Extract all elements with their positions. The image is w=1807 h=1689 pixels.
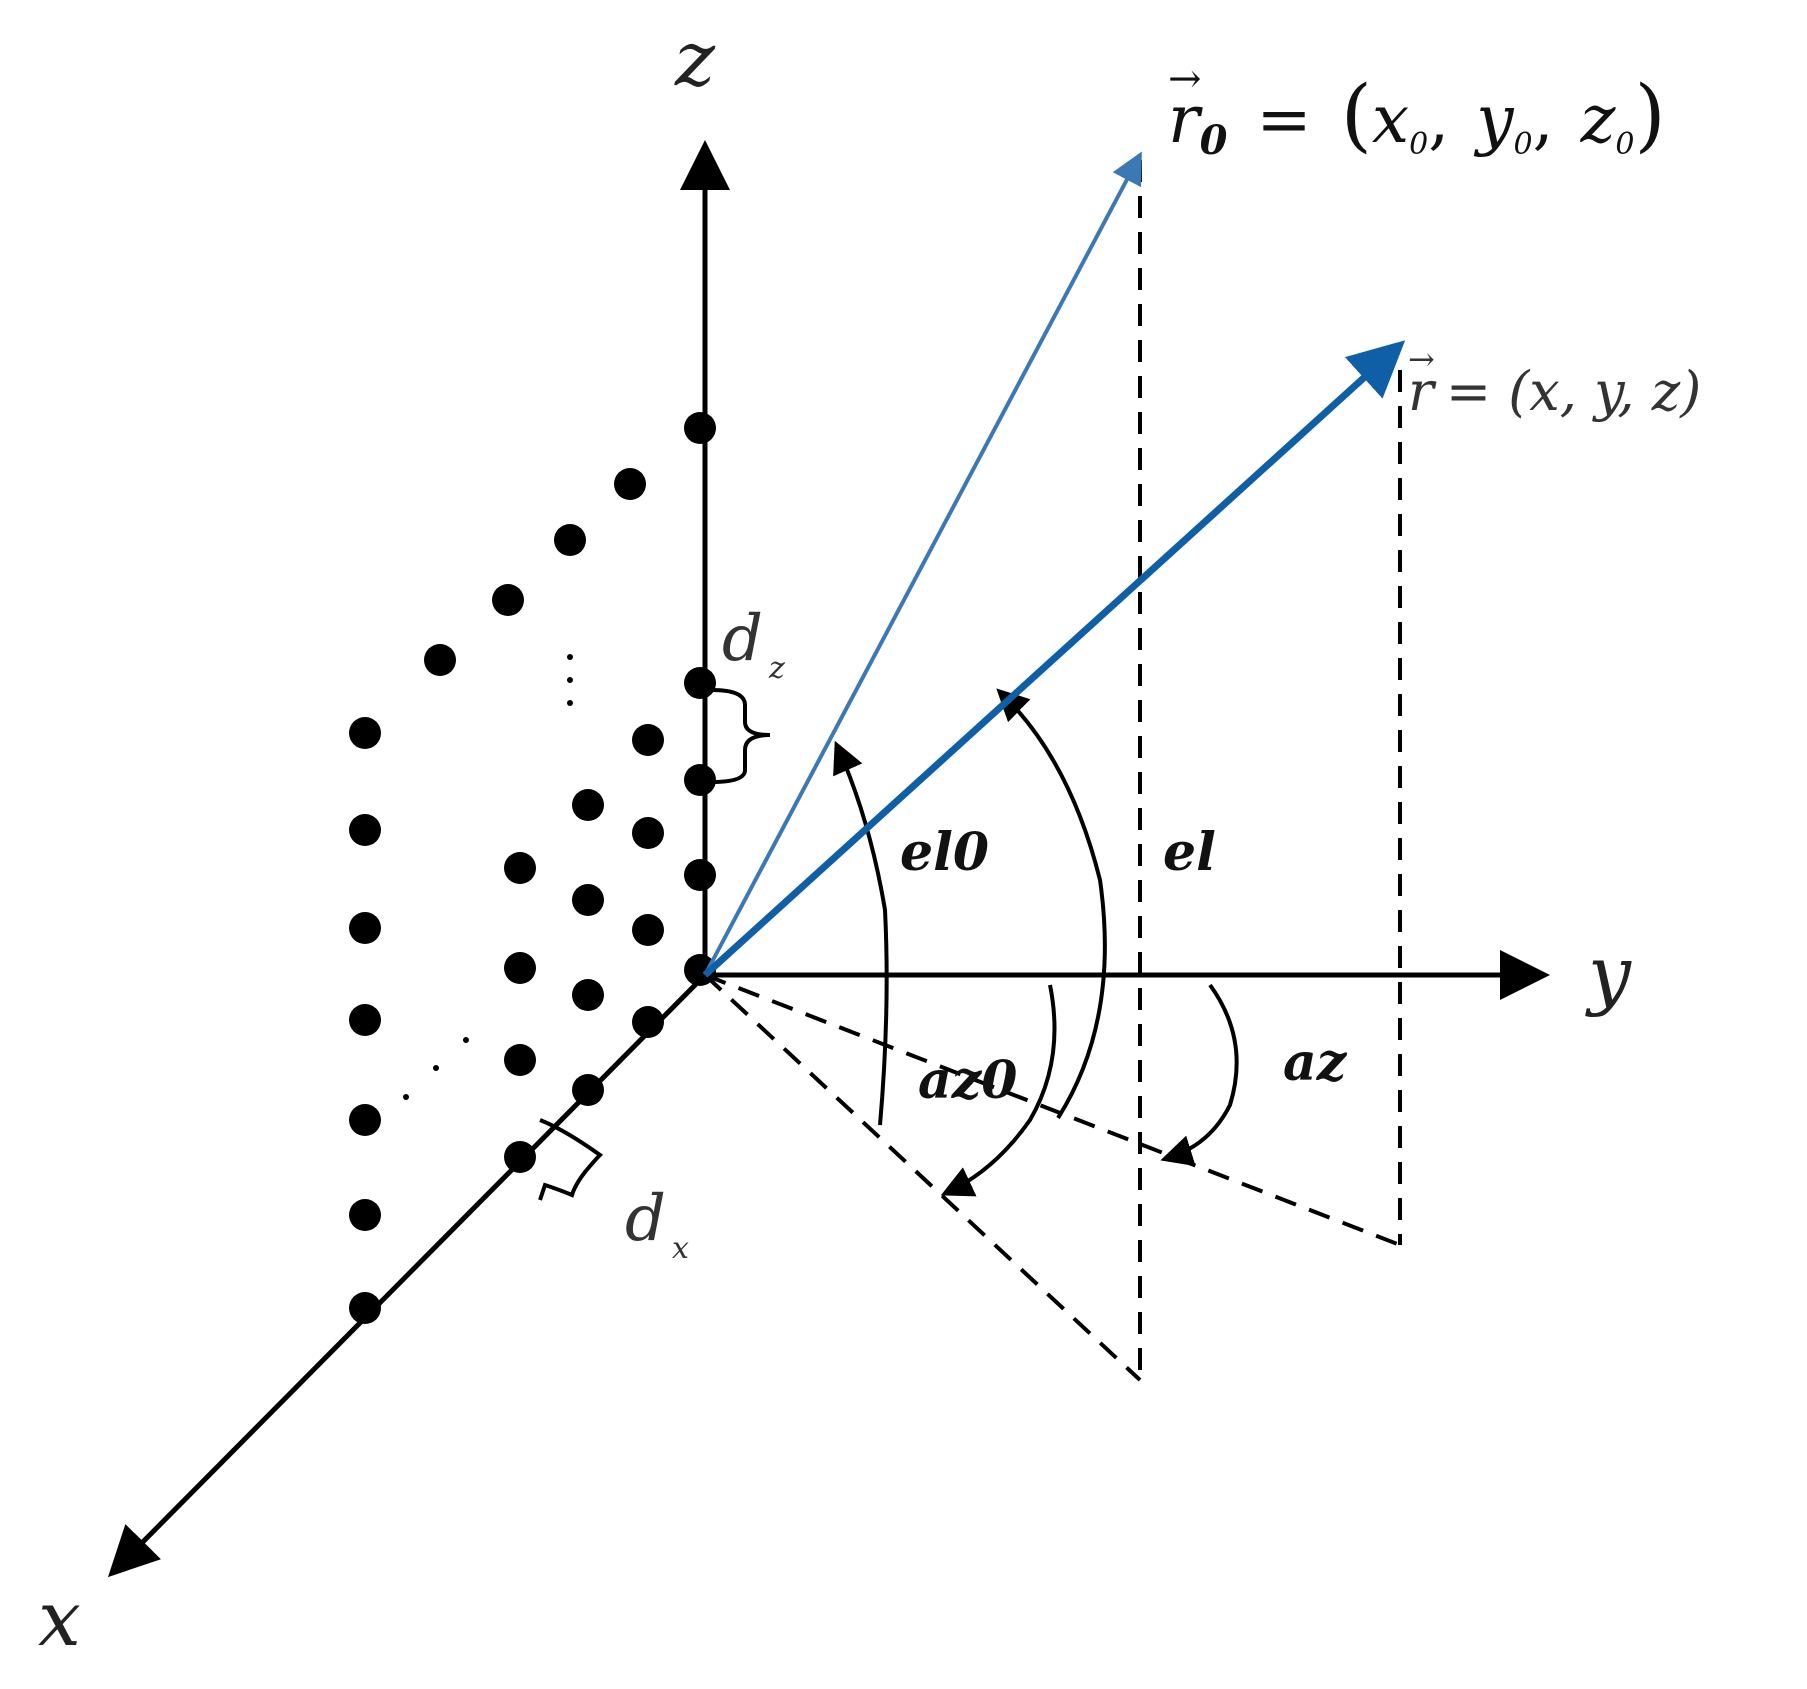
x-axis: [107, 973, 707, 1578]
r0-vector: [703, 151, 1142, 976]
ellipsis-dot: [567, 700, 573, 706]
el0-arc: [833, 740, 889, 1126]
array-element: [632, 914, 664, 946]
az-arc: [1160, 983, 1239, 1167]
array-element: [684, 412, 716, 444]
ellipsis-dot: [567, 677, 573, 683]
array-element: [614, 468, 646, 500]
el-label: el: [1163, 822, 1216, 883]
el-arc: [996, 688, 1107, 1120]
dx-brace: [538, 1118, 604, 1201]
ellipsis-dot: [463, 1037, 469, 1043]
r0-arrow-over-icon: →: [1168, 56, 1202, 102]
projection-lines: [703, 160, 1402, 1382]
array-element: [504, 952, 536, 984]
r-equation: r= (x, y, z): [1408, 360, 1701, 423]
array-element: [684, 764, 716, 796]
array-element: [572, 884, 604, 916]
axes: [107, 140, 1550, 1578]
array-element: [349, 912, 381, 944]
array-element: [554, 524, 586, 556]
array-element: [632, 724, 664, 756]
r-arrow-over-icon: →: [1408, 340, 1435, 378]
r-vector-label: → r= (x, y, z): [1408, 340, 1701, 423]
array-element: [684, 954, 716, 986]
y-axis-label: y: [1585, 929, 1632, 1018]
array-element: [349, 1199, 381, 1231]
dz-brace: [711, 688, 771, 784]
ellipsis-dot: [403, 1094, 409, 1100]
array-element: [572, 789, 604, 821]
array-element: [492, 584, 524, 616]
az0-label: az0: [918, 1050, 1017, 1111]
array-element: [349, 1004, 381, 1036]
array-element: [424, 644, 456, 676]
array-element: [632, 817, 664, 849]
array-elements: [349, 412, 716, 1324]
r-vector: [702, 340, 1406, 978]
z-axis-label: z: [674, 14, 716, 103]
r0-vector-label: → r0 = (x0, y0, z0): [1168, 56, 1666, 170]
angle-arcs: [833, 688, 1239, 1197]
array-element: [684, 667, 716, 699]
el0-label: el0: [900, 822, 989, 883]
array-element: [349, 1292, 381, 1324]
ellipsis-dot: [433, 1065, 439, 1071]
az-label: az: [1283, 1032, 1348, 1093]
array-element: [349, 1104, 381, 1136]
spacing-braces: [538, 688, 771, 1201]
array-element: [349, 814, 381, 846]
direction-vectors: [702, 151, 1406, 978]
r0-ground-projection: [703, 973, 1142, 1382]
x-axis-label: x: [38, 1574, 81, 1663]
ellipsis-dot: [567, 654, 573, 660]
array-element: [632, 1006, 664, 1038]
r-ground-projection: [704, 973, 1401, 1247]
array-element: [684, 859, 716, 891]
array-element: [572, 979, 604, 1011]
array-element: [349, 717, 381, 749]
array-element: [504, 1141, 536, 1173]
array-element: [572, 1074, 604, 1106]
r0-equation: r0 = (x0, y0, z0): [1168, 68, 1666, 170]
array-element: [504, 852, 536, 884]
az0-arc: [940, 984, 1057, 1197]
array-element: [504, 1044, 536, 1076]
